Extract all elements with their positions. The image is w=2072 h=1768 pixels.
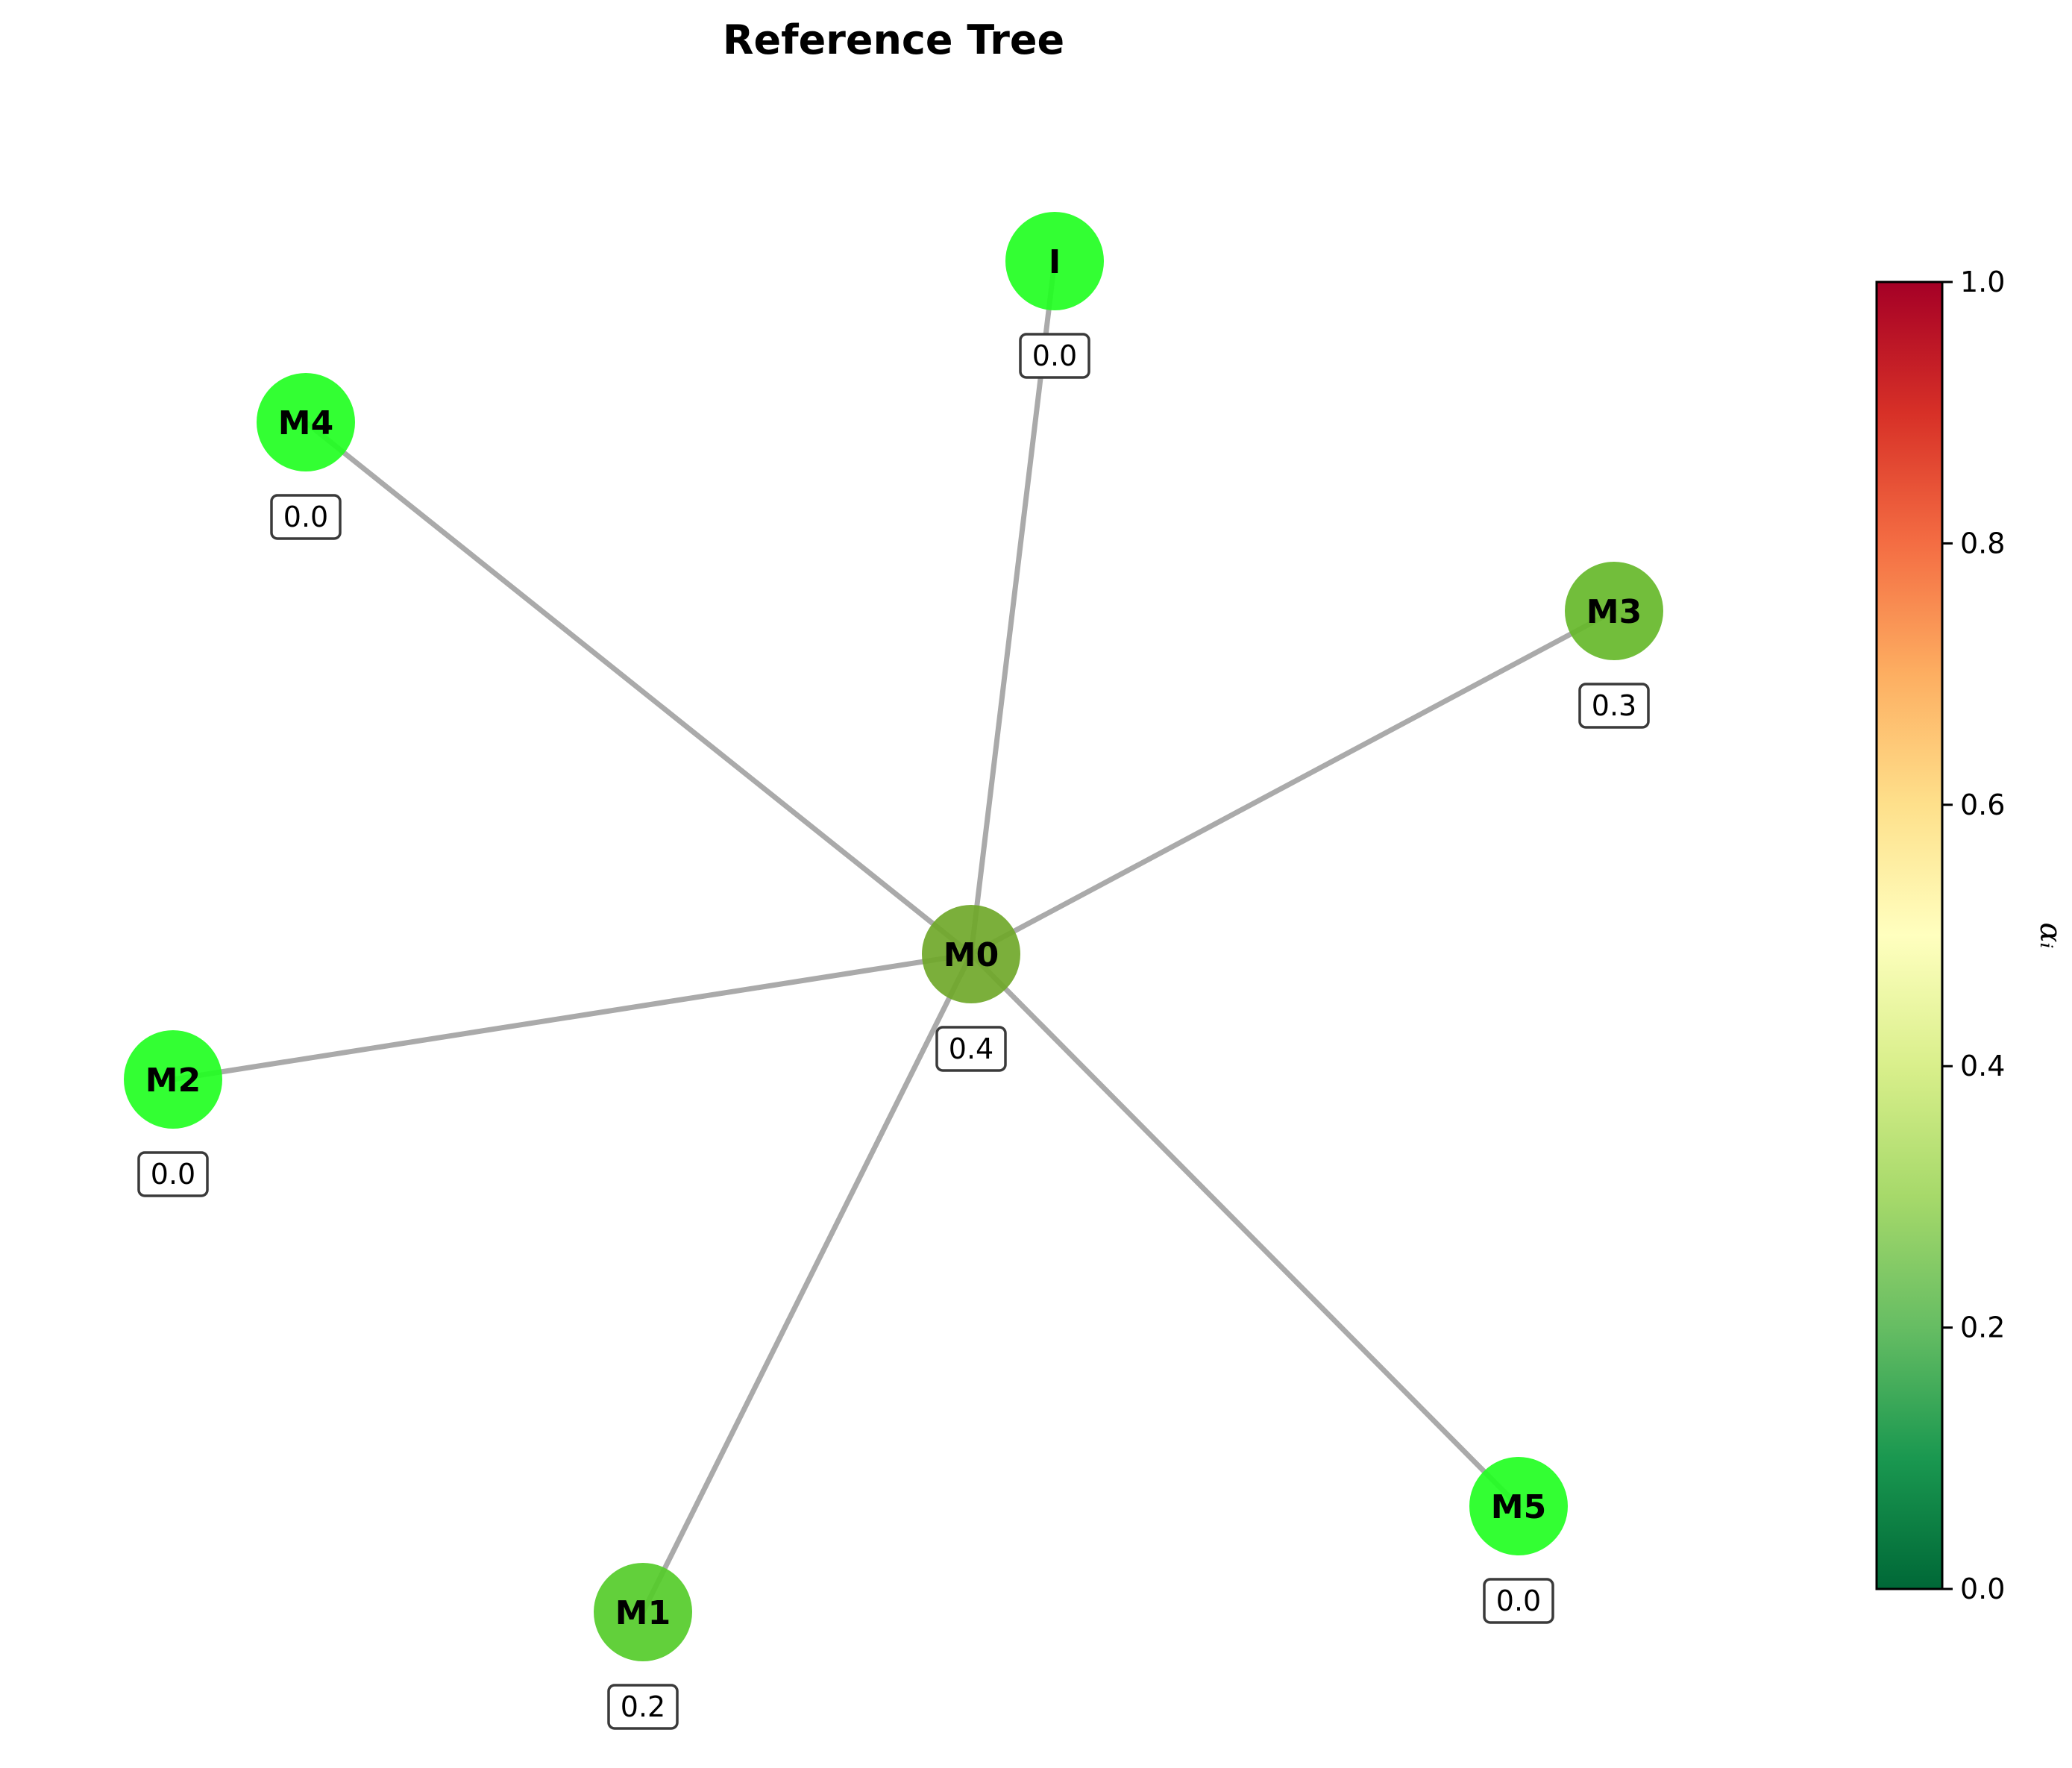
value-label: 0.0 (283, 501, 328, 533)
node-m2: M2 0.0 (124, 1030, 222, 1197)
figure-title: Reference Tree (723, 16, 1064, 63)
colorbar-tick-label: 0.4 (1960, 1050, 2005, 1082)
edge-layer (170, 258, 1617, 1615)
node-label: M5 (1491, 1488, 1546, 1526)
node-label: M2 (145, 1062, 201, 1100)
node-circle (1005, 212, 1104, 310)
node-circle (257, 373, 355, 471)
node-circle (1469, 1457, 1568, 1555)
value-label: 0.0 (1496, 1584, 1541, 1617)
node-circle (124, 1030, 222, 1129)
value-box (607, 1684, 679, 1730)
node-m3: M3 0.3 (1565, 562, 1663, 729)
colorbar-tick-label: 1.0 (1960, 266, 2005, 298)
node-m5: M5 0.0 (1469, 1457, 1568, 1624)
colorbar-tick-label: 0.8 (1960, 527, 2005, 559)
value-box (1019, 333, 1090, 379)
colorbar-gradient (1875, 280, 1944, 1590)
node-m1: M1 0.2 (594, 1563, 692, 1730)
edge-m0-m5 (968, 951, 1522, 1509)
colorbar-tick-label: 0.0 (1960, 1573, 2005, 1605)
value-box (1483, 1578, 1554, 1624)
colorbar-tick-label: 0.6 (1960, 789, 2005, 821)
node-circle (594, 1563, 692, 1661)
value-label: 0.0 (151, 1158, 195, 1191)
edge-m0-m3 (968, 608, 1617, 957)
value-label: 0.4 (949, 1032, 993, 1065)
node-label: M4 (278, 404, 333, 442)
value-label: 0.2 (621, 1690, 665, 1723)
node-label: M0 (944, 936, 999, 974)
node-label: M1 (615, 1594, 671, 1632)
value-box (137, 1151, 209, 1197)
edge-m0-m2 (170, 951, 974, 1082)
node-circle (1565, 562, 1663, 660)
edge-m0-m4 (303, 419, 974, 957)
value-label: 0.3 (1592, 689, 1636, 722)
node-i: I 0.0 (1005, 212, 1104, 379)
node-circle (922, 905, 1020, 1003)
value-box (1578, 683, 1650, 729)
colorbar-tick-label: 0.2 (1960, 1311, 2005, 1344)
node-m4: M4 0.0 (257, 373, 355, 540)
node-label: M3 (1586, 593, 1642, 631)
node-m0: M0 0.4 (922, 905, 1020, 1072)
colorbar: 0.0 0.2 0.4 0.6 0.8 1.0 αᵢ (1875, 266, 2068, 1605)
value-box (935, 1026, 1007, 1072)
colorbar-ticks: 0.0 0.2 0.4 0.6 0.8 1.0 (1942, 266, 2005, 1605)
node-label: I (1049, 243, 1061, 281)
edge-m0-m1 (640, 951, 974, 1615)
value-label: 0.0 (1032, 339, 1077, 372)
value-box (270, 494, 342, 540)
colorbar-label: αᵢ (2033, 922, 2068, 948)
